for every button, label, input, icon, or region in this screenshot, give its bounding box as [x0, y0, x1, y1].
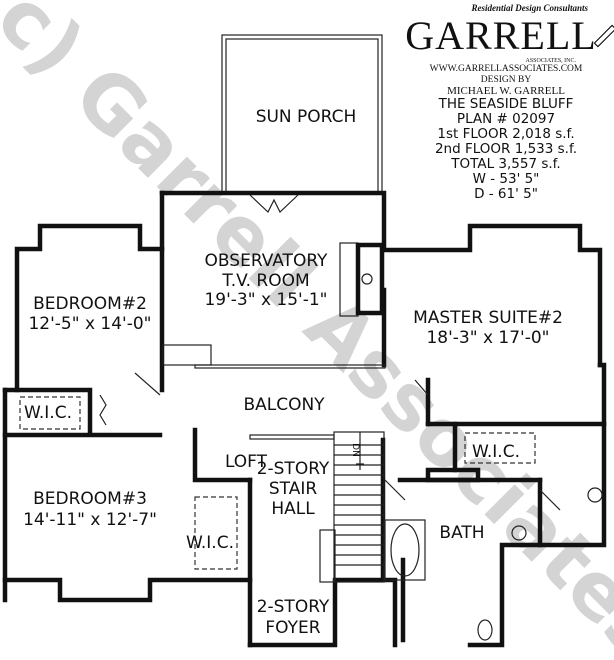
stair-hall-label-2: STAIR	[269, 479, 317, 499]
master-suite-label: MASTER SUITE#2	[413, 308, 563, 328]
total-area: TOTAL 3,557 s.f.	[451, 155, 561, 172]
stairs	[162, 344, 386, 583]
second-floor-area: 2nd FLOOR 1,533 s.f.	[434, 140, 578, 157]
website: WWW.GARRELLASSOCIATES.COM	[429, 64, 583, 75]
wic-shelving-left	[19, 396, 81, 430]
walls	[2, 190, 607, 648]
logo-text: GARRELL	[405, 12, 597, 58]
width-dimension: W - 53' 5"	[472, 170, 540, 187]
bedroom2-label: BEDROOM#2	[33, 294, 147, 314]
bedroom3-dimensions: 14'-11" x 12'-7"	[23, 510, 157, 530]
double-door	[249, 194, 299, 213]
stair-hall-label-3: HALL	[271, 499, 315, 519]
plan-name: THE SEASIDE BLUFF	[438, 96, 574, 113]
first-floor-area: 1st FLOOR 2,018 s.f.	[437, 126, 575, 143]
door-swing	[99, 372, 561, 511]
foyer-label-1: 2-STORY	[257, 597, 330, 617]
bathtub	[390, 523, 420, 577]
wic-shelving-master	[464, 432, 536, 464]
wic-label-bedroom2: W.I.C.	[24, 403, 72, 423]
bedroom2-dimensions: 12'-5" x 14'-0"	[28, 314, 151, 334]
plan-number: PLAN # 02097	[456, 111, 556, 128]
observatory-dimensions: 19'-3" x 15'-1"	[204, 290, 327, 310]
stair-hall-label-1: 2-STORY	[257, 459, 330, 479]
sun-porch-label: SUN PORCH	[256, 107, 357, 127]
title-block: Residential Design Consultants GARRELL A…	[405, 3, 614, 202]
stair-down-label: DN	[350, 443, 360, 457]
observatory-label-2: T.V. ROOM	[221, 271, 309, 291]
sink	[587, 487, 603, 503]
logo: GARRELL	[405, 12, 614, 58]
fireplace	[339, 242, 385, 317]
observatory-label: OBSERVATORY	[205, 251, 329, 271]
balcony-label: BALCONY	[243, 395, 325, 415]
depth-dimension: D - 61' 5"	[474, 185, 538, 202]
logo-tagline: Residential Design Consultants	[471, 3, 588, 13]
logo-subtitle: ASSOCIATES, INC.	[525, 57, 576, 64]
design-by: DESIGN BY	[480, 74, 532, 85]
bedroom3-label: BEDROOM#3	[33, 489, 147, 509]
wic-shelving-center	[194, 496, 238, 570]
loft-label: LOFT	[225, 452, 268, 472]
sink	[511, 525, 527, 541]
designer: MICHAEL W. GARRELL	[447, 85, 565, 98]
wic-label-master: W.I.C.	[472, 442, 520, 462]
master-suite-dimensions: 18'-3" x 17'-0"	[426, 328, 549, 348]
wic-label-bedroom3: W.I.C.	[186, 533, 234, 553]
foyer-label-2: FOYER	[265, 618, 320, 638]
bath-label: BATH	[439, 523, 484, 543]
toilet	[477, 619, 493, 641]
